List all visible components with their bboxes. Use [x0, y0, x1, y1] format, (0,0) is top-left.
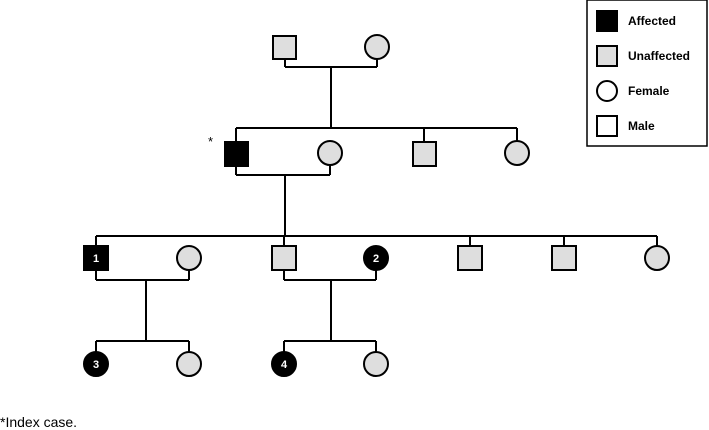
legend-male-label: Male — [628, 119, 655, 133]
gen4-label-4: 4 — [281, 359, 288, 371]
legend-affected-symbol — [596, 10, 618, 32]
index-case-marker: * — [208, 134, 213, 149]
gen4-individual-4 — [271, 351, 297, 377]
gen2-aunt — [504, 140, 530, 166]
gen2-uncle — [412, 141, 437, 167]
gen3-label-1: 1 — [93, 253, 99, 265]
gen1-grandmother — [364, 34, 390, 60]
legend: Affected Unaffected Female Male — [586, 0, 708, 147]
gen3-sibling-male — [551, 245, 577, 271]
footnote: *Index case. — [0, 414, 78, 430]
legend-unaffected-label: Unaffected — [628, 49, 690, 63]
legend-male-symbol — [596, 115, 618, 137]
gen3-sibling-male — [457, 245, 483, 271]
gen3-spouse-1 — [176, 245, 202, 271]
legend-female-label: Female — [628, 84, 670, 98]
gen3-sibling-female — [644, 245, 670, 271]
legend-unaffected-symbol — [596, 45, 618, 67]
gen4-individual-3 — [83, 351, 109, 377]
legend-female-symbol — [596, 80, 618, 102]
gen3-label-2: 2 — [373, 253, 379, 265]
gen4-sibling-female — [176, 351, 202, 377]
gen3-individual-1 — [83, 245, 109, 271]
gen2-father-index-case — [224, 141, 249, 167]
gen3-spouse-2 — [271, 245, 297, 271]
legend-affected-label: Affected — [628, 14, 676, 28]
gen2-mother — [317, 140, 343, 166]
gen1-grandfather — [272, 35, 297, 60]
gen4-label-3: 3 — [93, 359, 99, 371]
gen4-sibling-female — [363, 351, 389, 377]
